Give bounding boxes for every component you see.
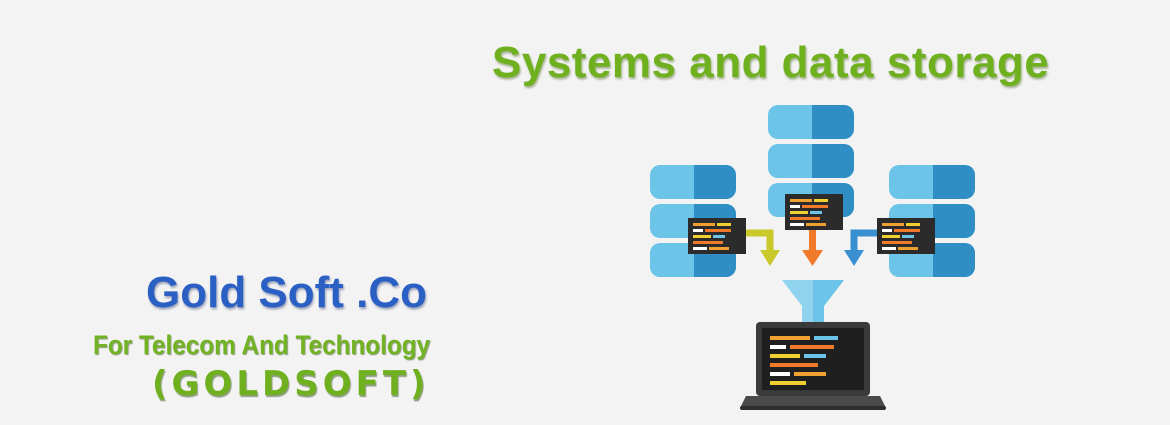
company-tagline: For Telecom And Technology	[93, 330, 431, 360]
arrow-icon	[844, 229, 877, 266]
company-name: Gold Soft .Co	[146, 268, 428, 317]
company-brand-mark: (GOLDSOFT)	[152, 364, 430, 404]
database-icon	[768, 105, 854, 230]
laptop-icon	[740, 322, 886, 410]
headline: Systems and data storage	[492, 38, 1050, 87]
database-icon	[650, 165, 746, 277]
data-storage-illustration	[650, 105, 975, 410]
database-icon	[877, 165, 975, 277]
arrow-icon	[802, 230, 823, 266]
funnel-icon	[782, 280, 844, 322]
arrow-icon	[746, 229, 780, 266]
